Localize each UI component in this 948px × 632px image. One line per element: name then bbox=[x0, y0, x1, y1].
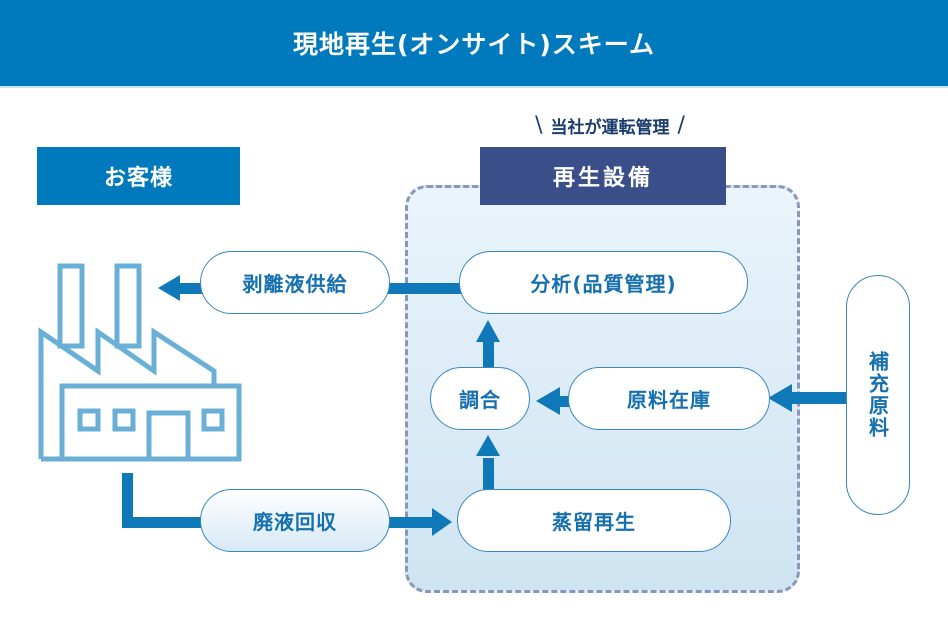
node-analysis: 分析(品質管理) bbox=[459, 251, 748, 314]
arrow-replenish-shaft bbox=[790, 392, 848, 404]
facility-label-text: 再生設備 bbox=[552, 166, 653, 191]
arrow-collection-shaft bbox=[386, 517, 434, 528]
factory-wall bbox=[41, 383, 242, 462]
customer-label: お客様 bbox=[37, 147, 240, 205]
node-supply: 剥離液供給 bbox=[200, 251, 390, 314]
factory-icon bbox=[38, 263, 242, 462]
arrow-supply-shaft bbox=[178, 283, 202, 294]
node-inventory: 原料在庫 bbox=[568, 367, 770, 430]
factory-door bbox=[146, 410, 191, 459]
header-divider bbox=[0, 86, 948, 88]
customer-label-text: お客様 bbox=[103, 166, 173, 191]
page-title-banner: 現地再生(オンサイト)スキーム bbox=[0, 0, 948, 86]
slash-decoration: / bbox=[677, 112, 685, 138]
arrow-to-analysis-icon bbox=[476, 320, 500, 342]
arrow-to-factory-icon bbox=[158, 275, 180, 301]
factory-window-2 bbox=[112, 408, 136, 432]
arrow-to-distillation-icon bbox=[432, 508, 452, 536]
node-blending: 調合 bbox=[430, 367, 530, 430]
operated-by-note: \ 当社が運転管理 / bbox=[490, 108, 730, 142]
node-inventory-label: 原料在庫 bbox=[627, 388, 711, 412]
facility-label: 再生設備 bbox=[480, 147, 726, 205]
arrow-blend-shaft bbox=[483, 342, 494, 372]
factory-building bbox=[41, 386, 239, 459]
node-supply-label: 剥離液供給 bbox=[242, 272, 348, 296]
collection-line-horizontal bbox=[122, 517, 202, 528]
node-blending-label: 調合 bbox=[459, 388, 501, 412]
chimney-left bbox=[57, 263, 85, 349]
operated-by-text: 当社が運転管理 bbox=[550, 117, 670, 138]
collection-line-vertical bbox=[122, 473, 133, 528]
node-replenish-label: 補充原料 bbox=[865, 351, 890, 439]
node-replenish: 補充原料 bbox=[846, 275, 910, 515]
node-distillation-label: 蒸留再生 bbox=[552, 510, 636, 534]
backslash-decoration: \ bbox=[535, 112, 543, 138]
connector-analysis-supply bbox=[388, 283, 462, 294]
page-title: 現地再生(オンサイト)スキーム bbox=[292, 30, 656, 59]
arrow-to-blending-icon bbox=[476, 435, 500, 456]
node-collection: 廃液回収 bbox=[200, 489, 390, 552]
node-analysis-label: 分析(品質管理) bbox=[530, 272, 677, 296]
node-collection-label: 廃液回収 bbox=[253, 510, 337, 534]
arrow-to-inventory-icon bbox=[768, 384, 792, 412]
arrow-distill-shaft bbox=[483, 458, 494, 490]
factory-window-3 bbox=[201, 408, 225, 432]
factory-roof bbox=[38, 327, 217, 459]
arrow-to-blending-left-icon bbox=[536, 387, 560, 415]
factory-window-1 bbox=[77, 408, 101, 432]
node-distillation: 蒸留再生 bbox=[457, 489, 731, 552]
chimney-right bbox=[114, 263, 142, 349]
